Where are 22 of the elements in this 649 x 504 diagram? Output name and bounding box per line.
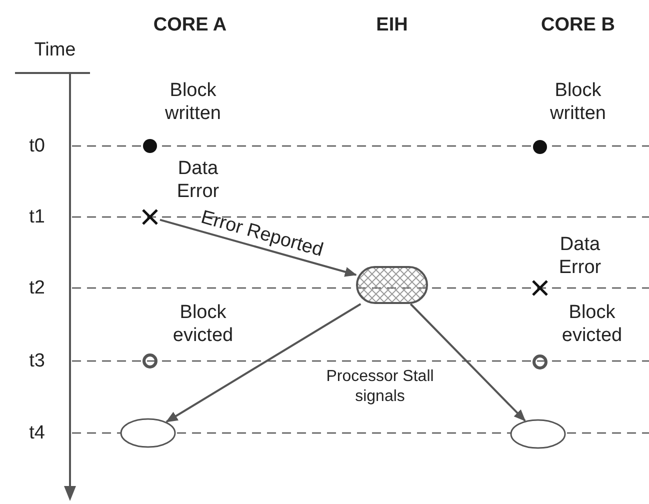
time-label: t0: [29, 134, 45, 158]
axis-title: Time: [34, 38, 76, 62]
time-label: t1: [29, 206, 45, 228]
event-label: Block written: [549, 79, 607, 125]
column-heading: CORE B: [541, 14, 615, 36]
time-label: t4: [29, 422, 45, 444]
time-label: t3: [29, 350, 45, 372]
stall-ellipse: [120, 418, 176, 448]
signal-label: Processor Stall signals: [325, 367, 435, 407]
column-heading: CORE A: [153, 14, 227, 36]
event-label: Block written: [164, 79, 222, 125]
event-label: Data Error: [176, 157, 220, 203]
stall-ellipse: [510, 419, 566, 449]
handler-box: [356, 266, 428, 304]
arrow: [166, 303, 362, 423]
event-label: Block evicted: [560, 301, 624, 347]
event-label: Block evicted: [172, 301, 234, 347]
column-heading: EIH: [376, 14, 408, 36]
time-label: t2: [29, 276, 45, 300]
arrow: [410, 303, 526, 422]
arrow: [160, 218, 357, 277]
event-label: Data Error: [558, 233, 602, 279]
